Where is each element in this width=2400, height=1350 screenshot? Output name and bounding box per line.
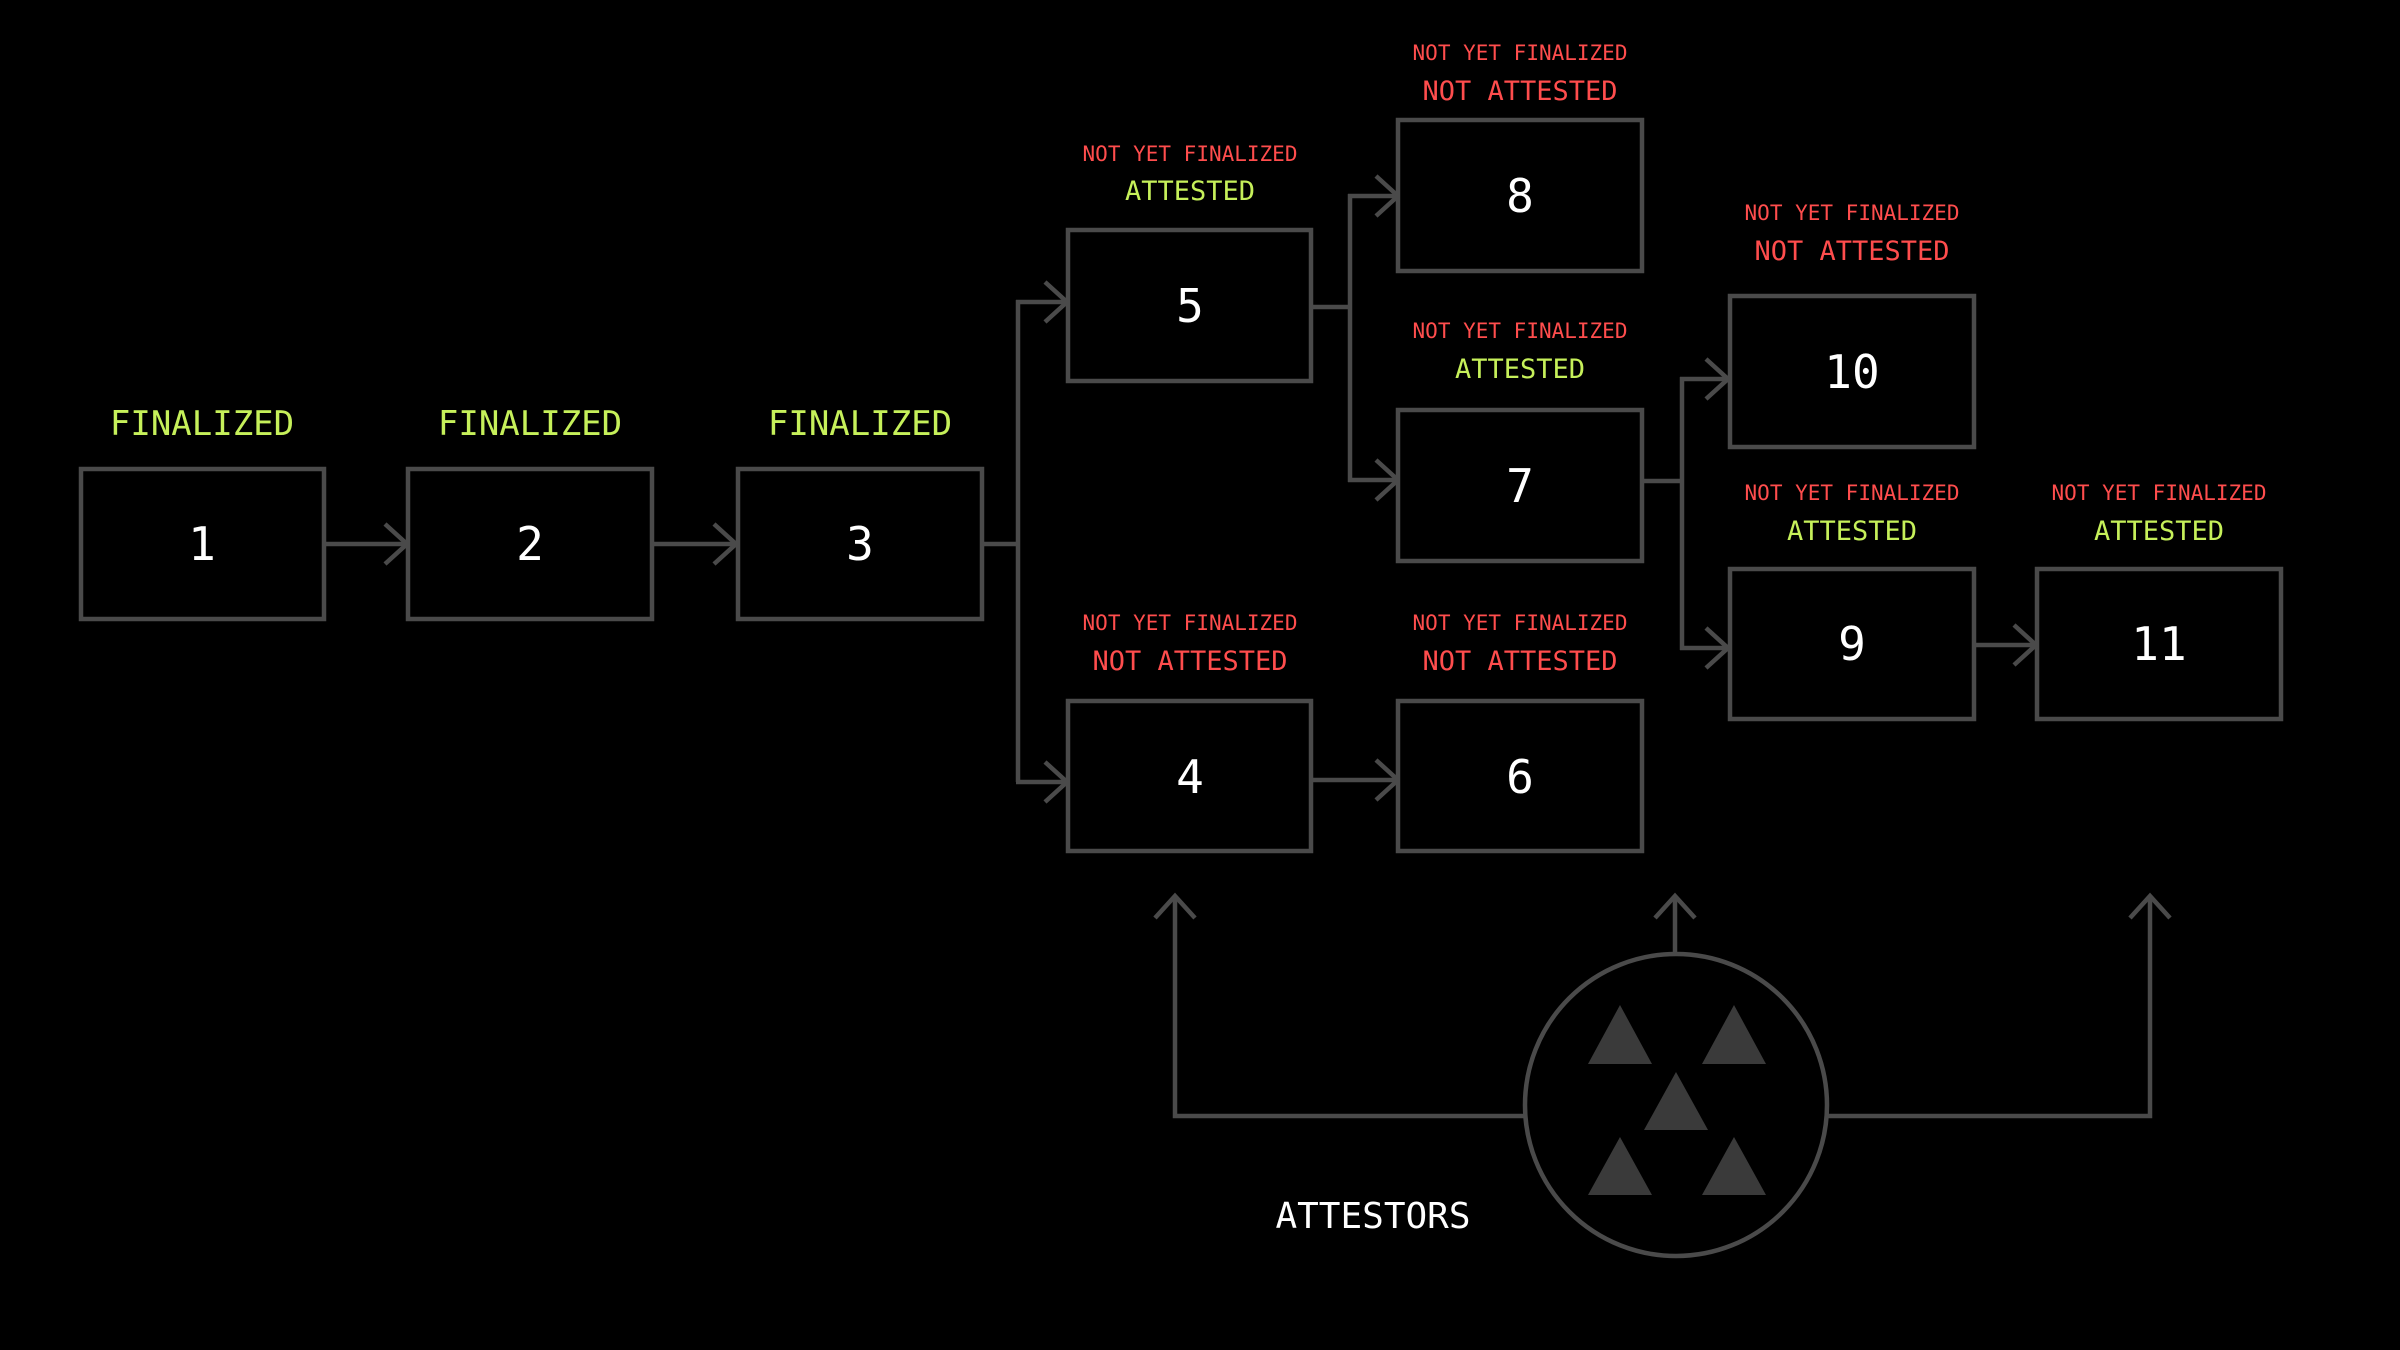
attestation-label: ATTESTED [1787,516,1917,547]
attestation-label: NOT ATTESTED [1422,76,1617,107]
block-4: NOT YET FINALIZED NOT ATTESTED 4 [1065,611,1314,854]
block-box [1395,698,1645,854]
block-box [405,466,655,622]
attestor-arrow-up [1653,892,1697,920]
attestation-label: NOT ATTESTED [1092,646,1287,677]
finality-label: FINALIZED [438,404,622,444]
block-6: NOT YET FINALIZED NOT ATTESTED 6 [1395,611,1645,854]
block-11: NOT YET FINALIZED ATTESTED 11 [2034,481,2284,722]
block-8: NOT YET FINALIZED NOT ATTESTED 8 [1395,41,1645,274]
finality-label: NOT YET FINALIZED [1413,41,1628,65]
block-box [2034,566,2284,722]
block-box [735,466,985,622]
attestor-arrow-right [2128,892,2172,920]
block-box [1395,117,1645,274]
attestor-triangle-icon [1702,1005,1766,1064]
attestors-label: ATTESTORS [1275,1196,1470,1237]
block-3: FINALIZED 3 [735,404,985,622]
attestation-label: ATTESTED [1455,354,1585,385]
finality-label: NOT YET FINALIZED [1745,201,1960,225]
attestor-link-left [1172,898,1525,1119]
attestor-triangle-icon [1702,1137,1766,1195]
block-number: 8 [1506,169,1534,223]
block-5: NOT YET FINALIZED ATTESTED 5 [1065,142,1314,384]
block-7: NOT YET FINALIZED ATTESTED 7 [1395,319,1645,564]
attestor-triangle-icon [1588,1137,1652,1195]
block-1: FINALIZED 1 [78,404,327,622]
attestation-label: NOT ATTESTED [1422,646,1617,677]
block-number: 5 [1176,279,1204,333]
attestor-triangle-icon [1644,1072,1708,1130]
block-number: 9 [1838,617,1866,671]
block-number: 6 [1506,750,1534,804]
block-number: 1 [188,517,216,571]
block-10: NOT YET FINALIZED NOT ATTESTED 10 [1727,201,1977,450]
finality-label: NOT YET FINALIZED [1413,611,1628,635]
block-box [1727,293,1977,450]
finality-label: FINALIZED [110,404,294,444]
finality-label: NOT YET FINALIZED [1083,611,1298,635]
attestation-label: ATTESTED [1125,176,1255,207]
attestor-links [1153,892,2172,1119]
attestor-arrow-left [1153,892,1197,920]
attestation-label: ATTESTED [2094,516,2224,547]
block-box [1727,566,1977,722]
attestor-triangle-icon [1588,1005,1652,1064]
block-number: 11 [2131,617,2186,671]
block-box [1065,698,1314,854]
block-number: 2 [516,517,544,571]
block-number: 4 [1176,750,1204,804]
finality-label: NOT YET FINALIZED [1745,481,1960,505]
finality-label: NOT YET FINALIZED [1413,319,1628,343]
block-number: 3 [846,517,874,571]
finality-label: NOT YET FINALIZED [1083,142,1298,166]
finality-label: NOT YET FINALIZED [2052,481,2267,505]
attestor-link-right [1827,898,2153,1119]
attestation-label: NOT ATTESTED [1754,236,1949,267]
attestor-group-icon [1522,951,1830,1259]
block-box [1395,407,1645,564]
block-box [78,466,327,622]
block-9: NOT YET FINALIZED ATTESTED 9 [1727,481,1977,722]
block-box [1065,227,1314,384]
finality-label: FINALIZED [768,404,952,444]
block-2: FINALIZED 2 [405,404,655,622]
block-number: 10 [1824,345,1879,399]
block-number: 7 [1506,459,1534,513]
